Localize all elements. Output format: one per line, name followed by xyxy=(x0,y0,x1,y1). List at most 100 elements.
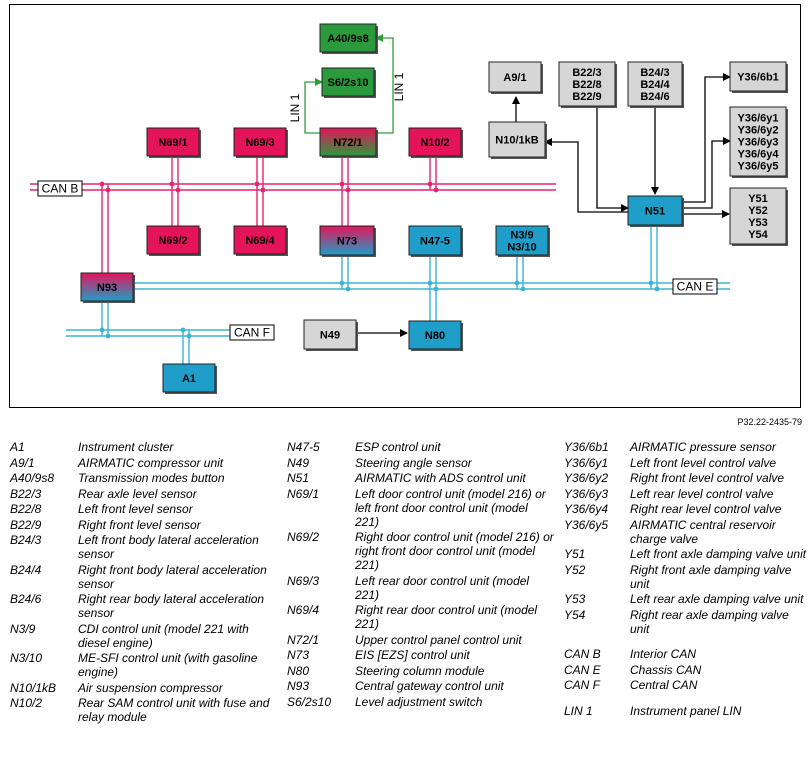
node-n10-2: N10/2 xyxy=(408,127,463,158)
legend-row: N47-5 ESP control unit xyxy=(287,440,555,454)
legend-code: Y36/6y4 xyxy=(564,502,609,516)
node-label: N47-5 xyxy=(420,236,450,248)
legend-code: N69/2 xyxy=(287,530,320,544)
legend-description: ESP control unit xyxy=(355,440,441,454)
node-label: N10/2 xyxy=(420,137,449,149)
node-label: B22/8 xyxy=(572,79,601,91)
legend-description: AIRMATIC pressure sensor xyxy=(630,440,776,454)
junction-dot xyxy=(433,286,439,292)
node-label: N73 xyxy=(337,236,357,248)
can-f-label-text: CAN F xyxy=(234,326,270,340)
legend-description: Left door control unit (model 216) or le… xyxy=(355,486,546,529)
legend-row: Y36/6y4 Right rear level control valve xyxy=(564,502,808,516)
node-label: N3/9 xyxy=(510,230,533,242)
legend-description: Right front body lateral acceleration se… xyxy=(78,562,267,591)
junction-dot xyxy=(427,181,433,187)
legend-code: N69/1 xyxy=(287,486,320,501)
legend-code: A1 xyxy=(10,440,25,454)
node-a9-1: A9/1 xyxy=(488,61,543,94)
legend-description: Upper control panel control unit xyxy=(355,632,522,647)
legend-description: Right front level sensor xyxy=(78,517,201,532)
legend-code: B22/3 xyxy=(10,486,42,501)
legend-code: N47-5 xyxy=(287,440,320,454)
legend-description: Instrument panel LIN xyxy=(630,703,742,718)
legend-code: Y52 xyxy=(564,562,586,577)
legend-code: B24/4 xyxy=(10,562,42,577)
legend-description: ME-SFI control unit (with gasoline engin… xyxy=(78,651,258,679)
legend-code: B24/6 xyxy=(10,592,42,606)
legend-description: Right rear body lateral acceleration sen… xyxy=(78,592,265,620)
node-label: A9/1 xyxy=(503,72,526,84)
node-s6-2s10: S6/2s10 xyxy=(321,67,376,98)
legend-code: N72/1 xyxy=(287,632,320,647)
node-label: N51 xyxy=(645,206,665,218)
legend-code: Y54 xyxy=(564,607,586,622)
node-n72-1: N72/1 xyxy=(319,127,378,158)
legend-description: Interior CAN xyxy=(630,647,697,661)
bus-lines xyxy=(30,158,730,364)
node-label: Y52 xyxy=(748,205,768,217)
legend-code: N10/2 xyxy=(10,696,43,710)
legend-code: N51 xyxy=(287,471,310,485)
legend-code: LIN 1 xyxy=(564,703,593,718)
node-box xyxy=(627,61,683,107)
legend-code: N73 xyxy=(287,648,310,662)
legend-code: Y53 xyxy=(564,592,586,606)
legend-row: N10/2 Rear SAM control unit with fuse and… xyxy=(10,696,275,724)
legend-row: LIN 1 Instrument panel LIN xyxy=(564,704,808,718)
node-label: N69/4 xyxy=(245,235,275,247)
legend-description: Left front level control valve xyxy=(630,455,777,470)
node-label: Y51 xyxy=(748,193,768,205)
legend-description: Left front axle damping valve unit xyxy=(630,547,807,561)
legend-description: Transmission modes button xyxy=(78,471,225,485)
node-label: S6/2s10 xyxy=(328,77,369,89)
junction-dot xyxy=(654,286,660,292)
lin-1-wire-to-s6-2s10 xyxy=(304,78,323,134)
legend-description: AIRMATIC central reservoir charge valve xyxy=(630,517,776,546)
node-y36-6b1: Y36/6b1 xyxy=(729,61,788,93)
node-n49: N49 xyxy=(303,319,358,351)
legend-description: Right rear level control valve xyxy=(630,502,782,516)
node-label: Y53 xyxy=(748,217,768,229)
legend-code: N69/3 xyxy=(287,573,320,588)
legend-code: N80 xyxy=(287,663,310,678)
node-label: N69/1 xyxy=(158,137,187,149)
legend-description: Left front body lateral acceleration sen… xyxy=(78,533,259,561)
legend-description: Right door control unit (model 216) or r… xyxy=(355,530,554,572)
junction-dot xyxy=(260,187,266,193)
legend-description: Left rear axle damping valve unit xyxy=(630,592,804,606)
legend-description: Central gateway control unit xyxy=(355,679,504,693)
legend-gap xyxy=(564,694,808,704)
legend-code: B22/9 xyxy=(10,517,42,532)
node-label: N10/1kB xyxy=(495,135,538,147)
node-box xyxy=(319,225,375,256)
legend-row: B22/9 Right front level sensor xyxy=(10,518,275,532)
legend-description: Rear SAM control unit with fuse and rela… xyxy=(78,696,270,724)
node-label: Y36/6y5 xyxy=(738,161,779,173)
node-n73: N73 xyxy=(319,225,376,257)
node-label: Y36/6y3 xyxy=(738,137,779,149)
legend-description: AIRMATIC compressor unit xyxy=(78,455,224,470)
legend-code: Y51 xyxy=(564,547,586,561)
can-b-label-box xyxy=(37,180,83,197)
node-box xyxy=(303,319,357,350)
node-label: B24/6 xyxy=(640,91,669,103)
legend-code: CAN B xyxy=(564,647,601,661)
node-box xyxy=(495,225,549,256)
node-label: A40/9s8 xyxy=(327,33,369,45)
can-e-label-text: CAN E xyxy=(677,280,714,294)
node-n47-5: N47-5 xyxy=(408,225,463,257)
